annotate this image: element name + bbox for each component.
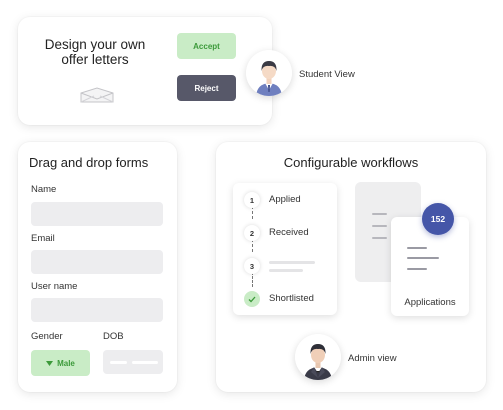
admin-person-icon [295,334,341,380]
workflow-card: Configurable workflows 1 Applied 2 Recei… [216,142,486,392]
offer-letter-card: Design your own offer letters Accept Rej… [18,17,272,125]
student-view-label: Student View [299,69,355,80]
dob-field[interactable] [103,350,163,374]
document-line [407,257,439,259]
admin-view-label: Admin view [348,353,397,364]
dob-year-segment [132,361,158,364]
dob-day-segment [110,361,127,364]
applications-document[interactable]: Applications [391,217,469,316]
document-line [372,225,387,227]
workflow-steps-panel: 1 Applied 2 Received 3 Shortlisted [233,183,337,315]
document-line [372,213,387,215]
step-label-shortlisted: Shortlisted [269,293,314,304]
step-number-3: 3 [244,258,260,274]
email-field-label: Email [31,233,55,244]
reject-button[interactable]: Reject [177,75,236,101]
caret-down-icon [46,360,54,366]
offer-card-title: Design your own offer letters [44,37,146,67]
accept-button[interactable]: Accept [177,33,236,59]
applications-label: Applications [404,297,456,308]
step-placeholder-line [269,261,315,264]
step-connector [252,239,253,252]
step-connector [252,206,253,219]
dob-field-label: DOB [103,331,124,342]
student-person-icon [246,50,292,96]
step-number-1: 1 [244,192,260,208]
step-connector [252,272,253,287]
document-line [407,268,427,270]
step-placeholder-line [269,269,303,272]
step-label-applied: Applied [269,194,301,205]
username-field-label: User name [31,281,78,292]
checkmark-icon [248,296,256,302]
document-line [372,237,387,239]
name-field-label: Name [31,184,57,195]
form-card-title: Drag and drop forms [29,155,149,170]
student-avatar [246,50,292,96]
workflow-card-title: Configurable workflows [283,155,419,170]
admin-avatar [295,334,341,380]
name-field[interactable] [31,202,163,226]
gender-select[interactable]: Male [31,350,90,376]
step-number-2: 2 [244,225,260,241]
email-field[interactable] [31,250,163,274]
step-check [244,291,260,307]
username-field[interactable] [31,298,163,322]
applications-count-badge: 152 [422,203,454,235]
envelope-icon [80,87,114,103]
gender-field-label: Gender [31,331,63,342]
document-line [407,247,427,249]
form-builder-card: Drag and drop forms Name Email User name… [18,142,177,392]
gender-select-value: Male [57,358,75,368]
step-label-received: Received [269,227,309,238]
